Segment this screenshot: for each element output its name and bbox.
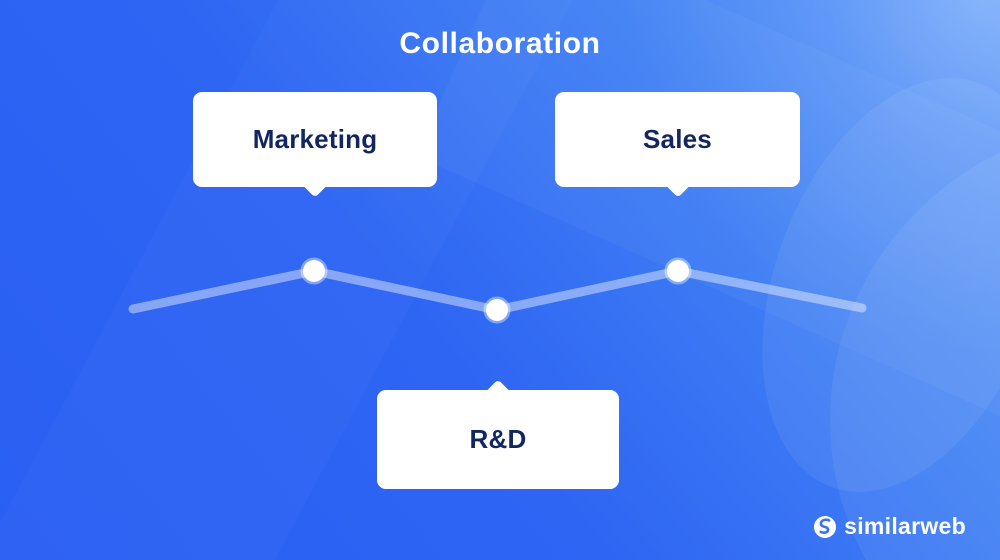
trend-node	[664, 257, 692, 285]
callout-sales: Sales	[555, 92, 800, 198]
callout-rnd: R&D	[377, 379, 619, 489]
trend-node	[300, 257, 328, 285]
similarweb-logo: similarweb	[813, 513, 966, 540]
trend-nodes	[300, 257, 692, 324]
similarweb-swirl-icon	[814, 515, 837, 538]
page-title: Collaboration	[399, 27, 601, 60]
callout-marketing-label: Marketing	[252, 124, 378, 154]
similarweb-wordmark: similarweb	[844, 513, 966, 539]
trend-node	[483, 296, 511, 324]
callout-sales-label: Sales	[643, 124, 712, 154]
callout-marketing: Marketing	[193, 92, 437, 198]
callout-rnd-label: R&D	[469, 424, 527, 454]
